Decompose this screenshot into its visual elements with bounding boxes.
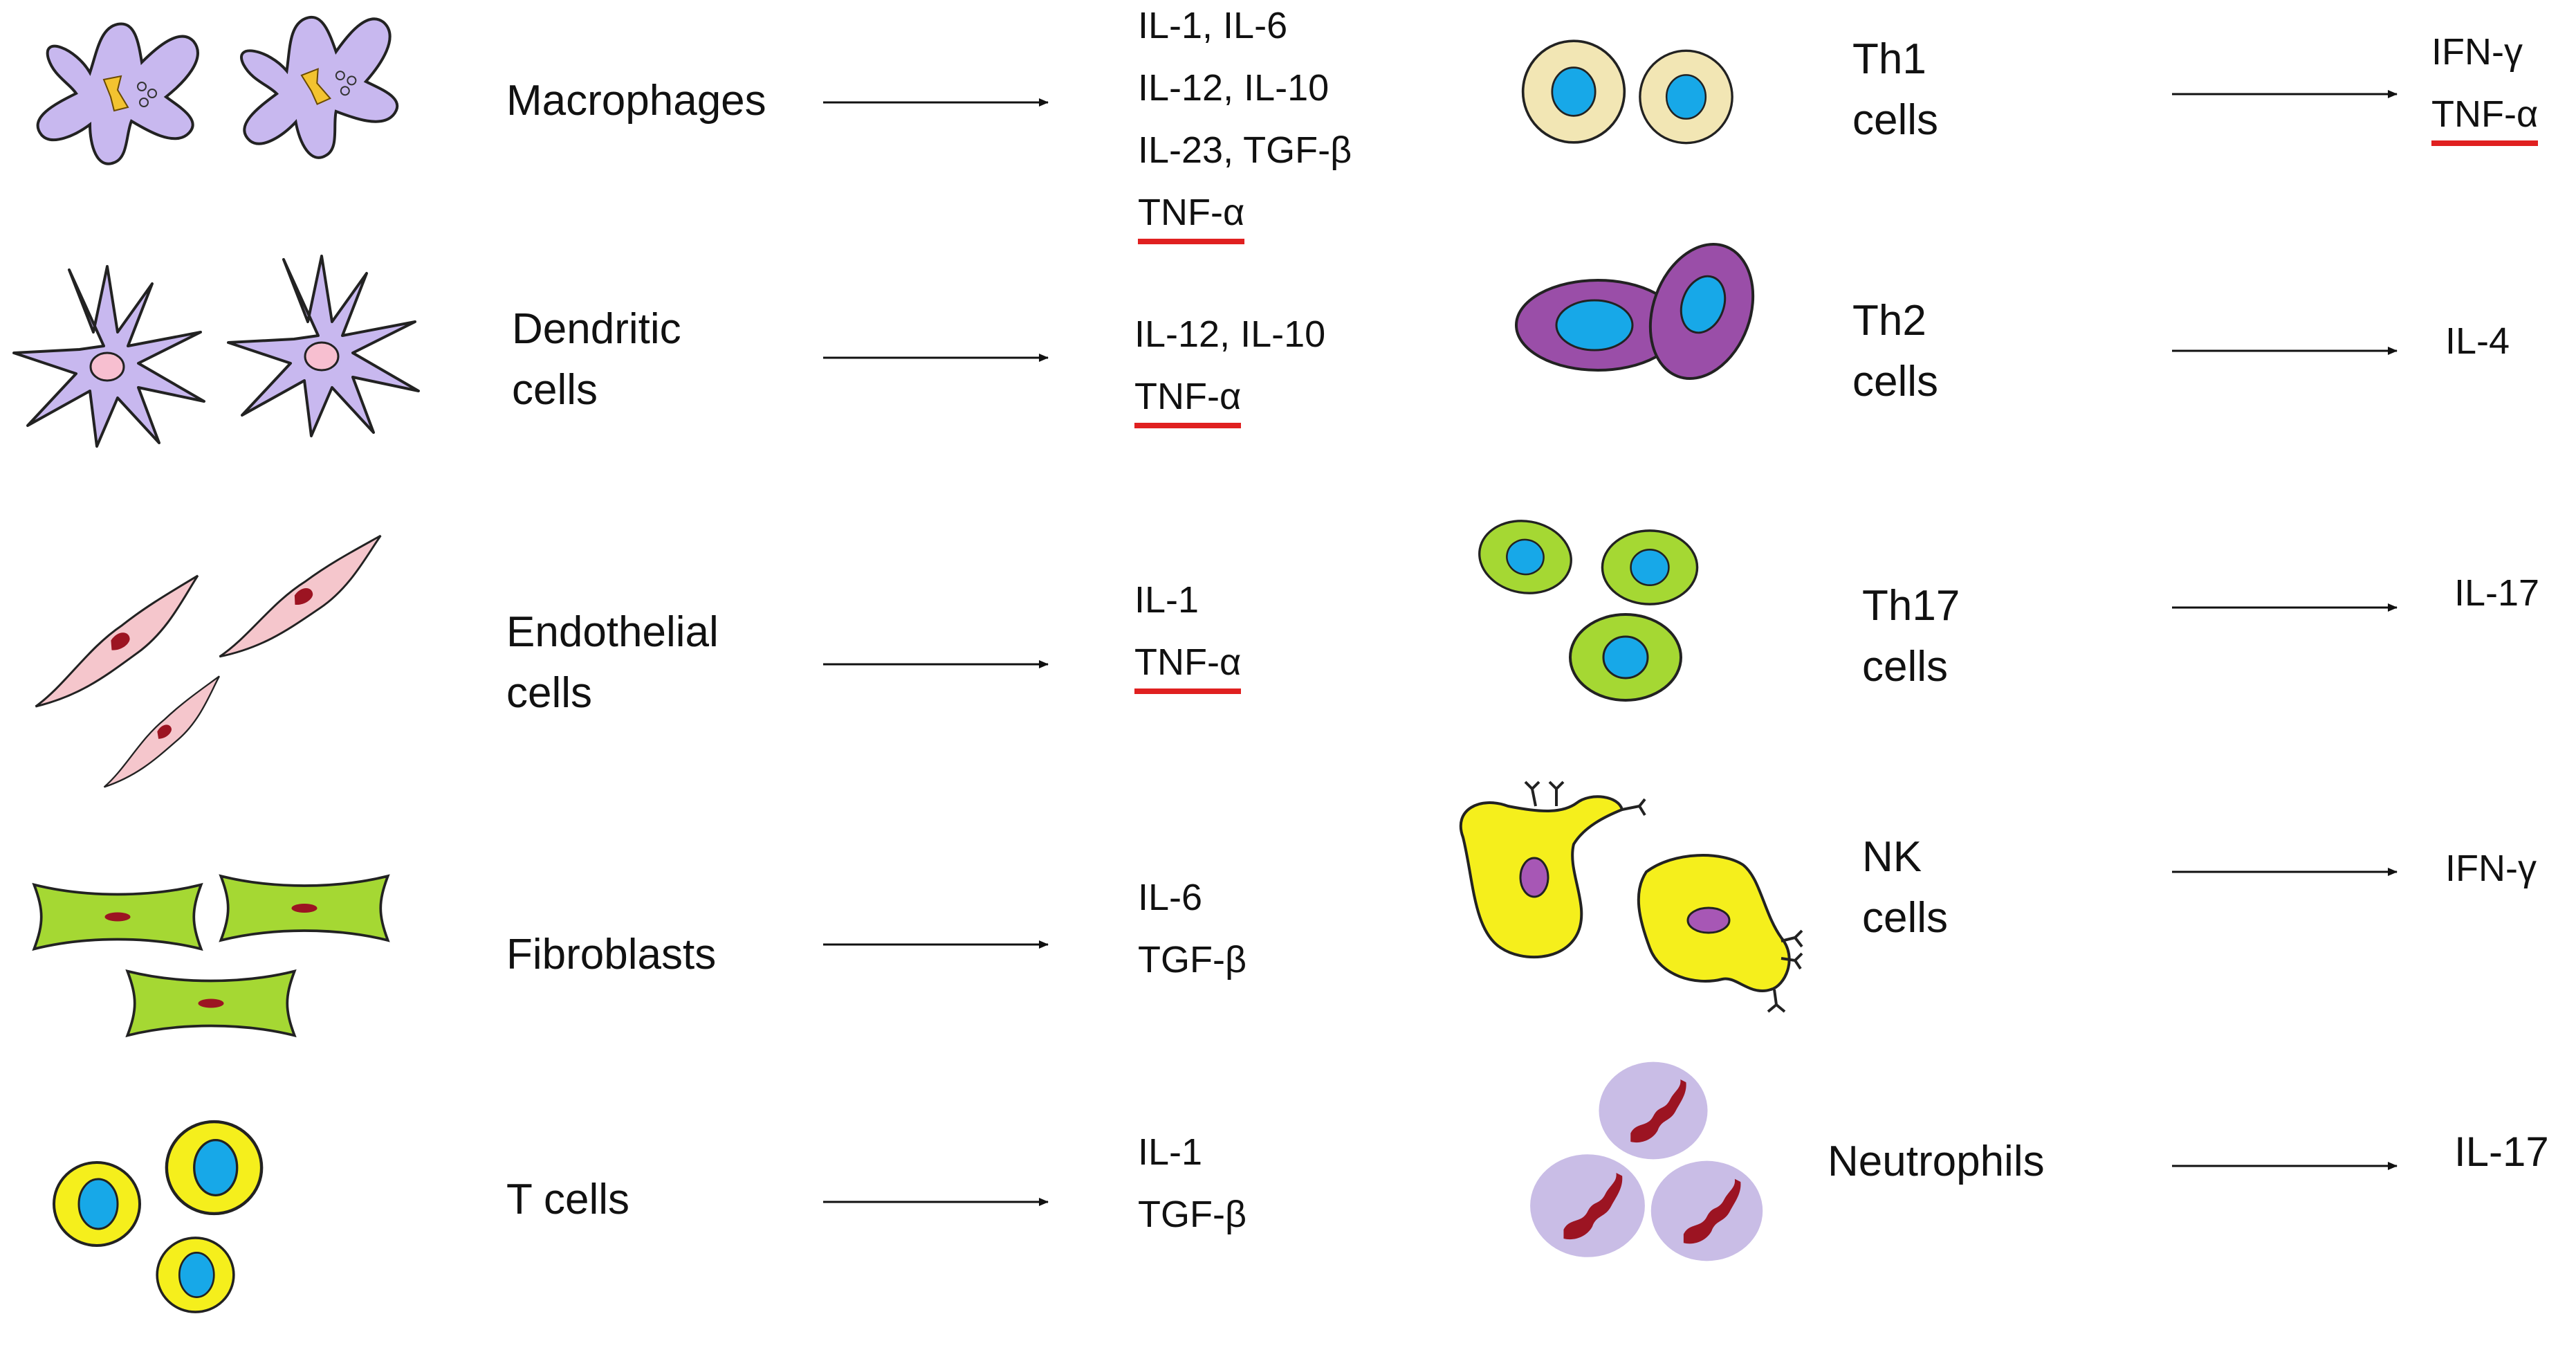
underlined-cytokine: TNF-α [1138, 189, 1245, 244]
arrows-left [823, 98, 1049, 1206]
cytokines-th2: IL-4 [2445, 320, 2510, 362]
cytokines-fibroblasts: IL-6 TGF-β [1138, 877, 1247, 980]
cytokines-th17: IL-17 [2454, 572, 2540, 614]
underlined-cytokine: TNF-α [2431, 91, 2539, 146]
cell-label-nk: NK cells [1862, 833, 1949, 942]
cytokines-dendritic: IL-12, IL-10 TNF-α [1134, 303, 1325, 428]
cell-label-th17: Th17 cells [1862, 582, 1960, 691]
cytokines-th1: IFN-γ TNF-α [2431, 21, 2539, 146]
arrows-right [2172, 90, 2398, 1170]
cytokines-neutrophils: IL-17 [2454, 1129, 2549, 1175]
th17-cells-image [1473, 514, 1699, 700]
cell-label-fibroblasts: Fibroblasts [506, 931, 717, 978]
cytokines-endothelial: IL-1 TNF-α [1134, 569, 1242, 694]
cytokines-t-cells: IL-1 TGF-β [1138, 1131, 1247, 1235]
underlined-cytokine: TNF-α [1134, 373, 1242, 428]
cytokines-macrophages: IL-1, IL-6 IL-12, IL-10 IL-23, TGF-β TNF… [1138, 0, 1352, 244]
endothelial-cells-image [12, 536, 401, 790]
cell-label-neutrophils: Neutrophils [1828, 1138, 2045, 1185]
cell-label-th1: Th1 cells [1852, 35, 1939, 144]
fibroblasts-image [33, 875, 389, 1037]
cell-label-t-cells: T cells [506, 1176, 630, 1223]
neutrophils-image [1530, 1061, 1763, 1261]
underlined-cytokine: TNF-α [1134, 639, 1242, 694]
dendritic-cells-image [12, 255, 420, 448]
th2-cells-image [1515, 243, 1755, 380]
cell-label-dendritic: Dendritic cells [512, 305, 681, 414]
macrophage-cells-image [36, 2, 410, 172]
cell-label-th2: Th2 cells [1852, 297, 1939, 405]
cell-label-macrophages: Macrophages [506, 77, 766, 125]
nk-cells-image [1459, 781, 1803, 1013]
cell-label-endothelial: Endothelial cells [506, 608, 719, 717]
t-cells-image [53, 1122, 261, 1313]
cytokines-nk: IFN-γ [2445, 848, 2537, 889]
th1-cells-image [1521, 39, 1733, 145]
